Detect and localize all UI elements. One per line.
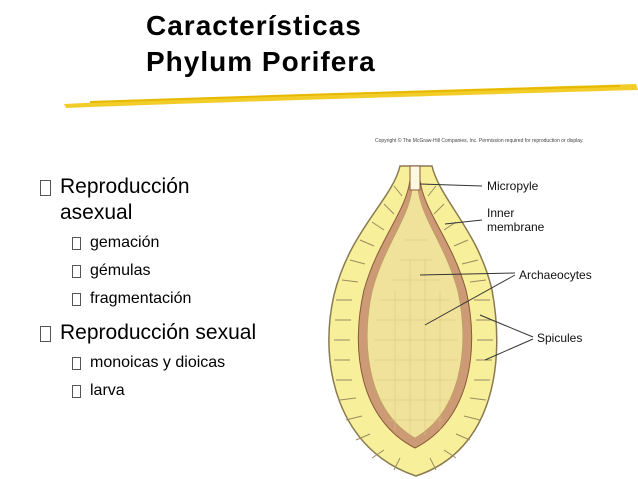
leader-lines bbox=[419, 183, 534, 361]
sub-bullet-text: monoicas y dioicas bbox=[90, 354, 226, 371]
bullet-box-icon bbox=[72, 385, 81, 398]
bullet-box-icon bbox=[72, 265, 81, 278]
sub-bullet-text: larva bbox=[90, 382, 125, 399]
sub-bullet-text: gemación bbox=[90, 234, 160, 251]
label-inner-line1: Inner bbox=[487, 206, 515, 220]
gemmule-diagram bbox=[328, 165, 534, 477]
sub-bullet: fragmentación bbox=[0, 288, 330, 310]
title-line-1: Características bbox=[146, 10, 362, 41]
bullet-asexual-line2: asexual bbox=[60, 201, 133, 224]
sub-bullet-text: gémulas bbox=[90, 262, 151, 279]
sub-bullet: larva bbox=[0, 380, 330, 402]
micropyle-opening bbox=[409, 165, 421, 191]
bullet-asexual-line1: Reproducción bbox=[60, 175, 190, 198]
label-spicules: Spicules bbox=[537, 331, 583, 345]
sub-bullet: gemación bbox=[0, 232, 330, 254]
bullet-sexual: Reproducción sexual bbox=[0, 320, 330, 346]
bullet-box-icon bbox=[72, 237, 81, 250]
bullet-box-icon bbox=[40, 180, 51, 196]
label-inner-line2: membrane bbox=[487, 220, 545, 234]
spicule-rods bbox=[334, 185, 493, 471]
sub-bullet-text: fragmentación bbox=[90, 290, 192, 307]
slide-title: Características Phylum Porifera bbox=[146, 8, 376, 80]
label-archaeocytes: Archaeocytes bbox=[519, 268, 592, 282]
title-underline-brush bbox=[64, 84, 638, 108]
bullet-box-icon bbox=[40, 326, 51, 342]
label-inner-membrane: Inner membrane bbox=[487, 206, 544, 234]
archaeocyte-mass bbox=[367, 189, 463, 439]
bullet-sexual-label: Reproducción sexual bbox=[60, 321, 257, 344]
label-micropyle: Micropyle bbox=[487, 179, 539, 193]
sub-bullet: monoicas y dioicas bbox=[0, 352, 330, 374]
figure-copyright: Copyright © The McGraw-Hill Companies, I… bbox=[375, 138, 584, 144]
title-line-2: Phylum Porifera bbox=[146, 46, 376, 77]
bullet-box-icon bbox=[72, 357, 81, 370]
cell-texture bbox=[374, 239, 458, 435]
bullet-list: Reproducción asexual gemación gémulas fr… bbox=[0, 174, 330, 408]
sub-bullet: gémulas bbox=[0, 260, 330, 282]
bullet-box-icon bbox=[72, 293, 81, 306]
bullet-asexual: Reproducción asexual bbox=[0, 174, 330, 226]
